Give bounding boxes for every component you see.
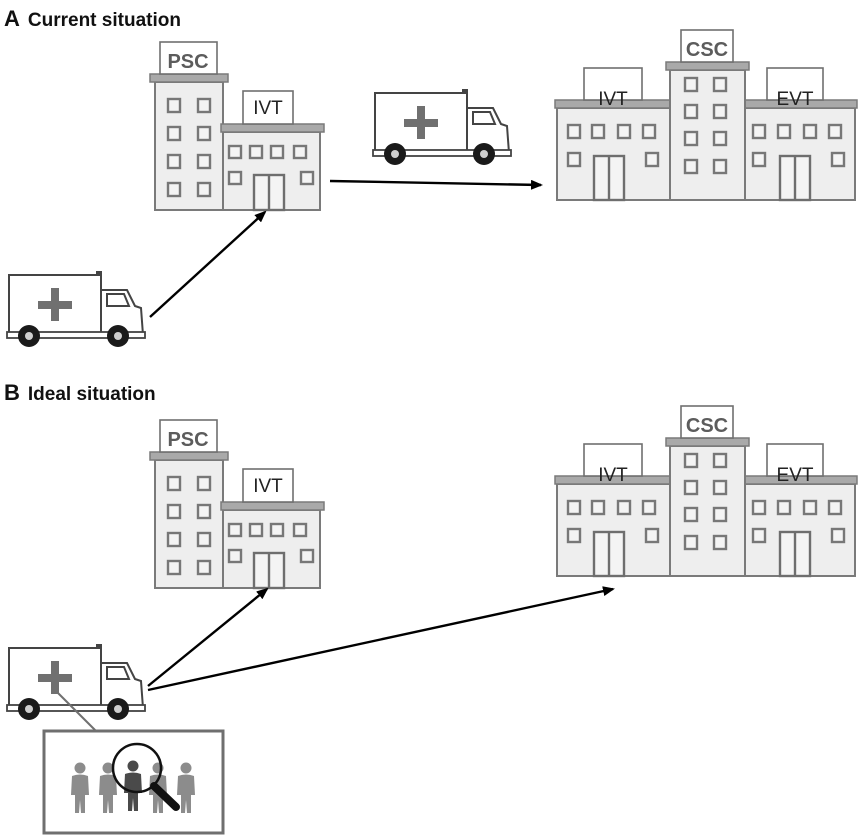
panel-a-title: Current situation — [27, 10, 181, 31]
panel-a-letter: A — [4, 6, 20, 31]
panel-a-csc-label: CSC — [686, 39, 728, 61]
panel-a-csc-evt-label: EVT — [777, 89, 814, 110]
panel-b-psc-label: PSC — [167, 429, 208, 451]
panel-b-csc-evt-label: EVT — [777, 465, 814, 486]
panel-b-csc-ivt-label: IVT — [598, 465, 628, 486]
panel-b-arrow-to-psc — [147, 587, 269, 687]
panel-b-psc-building: PSC IVT — [148, 418, 326, 590]
panel-a-psc-label: PSC — [167, 51, 208, 73]
panel-a-ambulance-transfer-icon — [372, 88, 512, 166]
magnifying-glass-icon — [111, 742, 180, 811]
panel-b-psc-ivt-label: IVT — [253, 476, 283, 497]
triage-callout-line — [54, 689, 99, 734]
panel-a-arrow-to-csc — [329, 179, 543, 190]
panel-b-csc-label: CSC — [686, 415, 728, 437]
panel-a-heading: A Current situation — [4, 6, 181, 32]
panel-b-heading: B Ideal situation — [4, 380, 156, 406]
panel-b-ambulance-icon — [6, 643, 146, 721]
panel-a-arrow-to-psc — [149, 210, 267, 318]
panel-b-csc-building: CSC IVT EVT — [553, 404, 858, 578]
panel-a-ambulance-start-icon — [6, 270, 146, 348]
panel-a-csc-ivt-label: IVT — [598, 89, 628, 110]
panel-a-psc-building: PSC IVT — [148, 40, 326, 212]
panel-b-title: Ideal situation — [27, 384, 156, 405]
panel-b-letter: B — [4, 380, 20, 405]
panel-b-arrow-to-csc — [147, 586, 615, 692]
panel-a-csc-building: CSC IVT EVT — [553, 28, 858, 202]
panel-a-psc-ivt-label: IVT — [253, 98, 283, 119]
